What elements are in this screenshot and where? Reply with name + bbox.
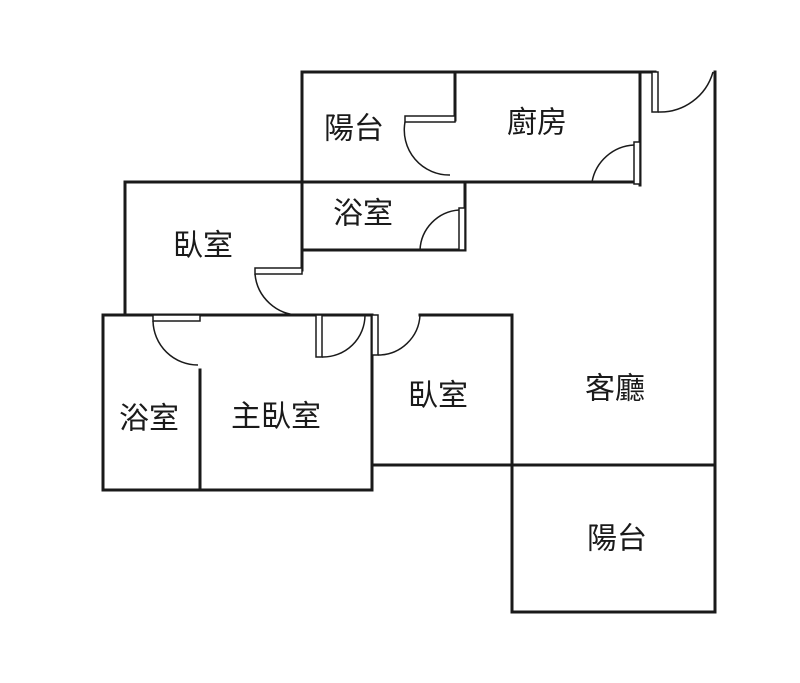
room-label-bedroom-upper: 臥室 (173, 229, 233, 264)
room-label-balcony-bottom: 陽台 (587, 522, 647, 557)
room-label-balcony-top: 陽台 (324, 112, 384, 147)
room-label-bath-lower: 浴室 (119, 402, 179, 437)
walls (101, 70, 717, 614)
doors (152, 71, 714, 366)
room-label-kitchen: 廚房 (507, 106, 567, 141)
room-labels: 陽台 廚房 浴室 臥室 浴室 主臥室 臥室 客廳 陽台 (119, 106, 647, 557)
room-label-master-bedroom: 主臥室 (231, 400, 321, 435)
room-label-bedroom-middle: 臥室 (408, 379, 468, 414)
room-label-bath-upper: 浴室 (333, 197, 393, 232)
room-label-living-room: 客廳 (585, 372, 645, 407)
